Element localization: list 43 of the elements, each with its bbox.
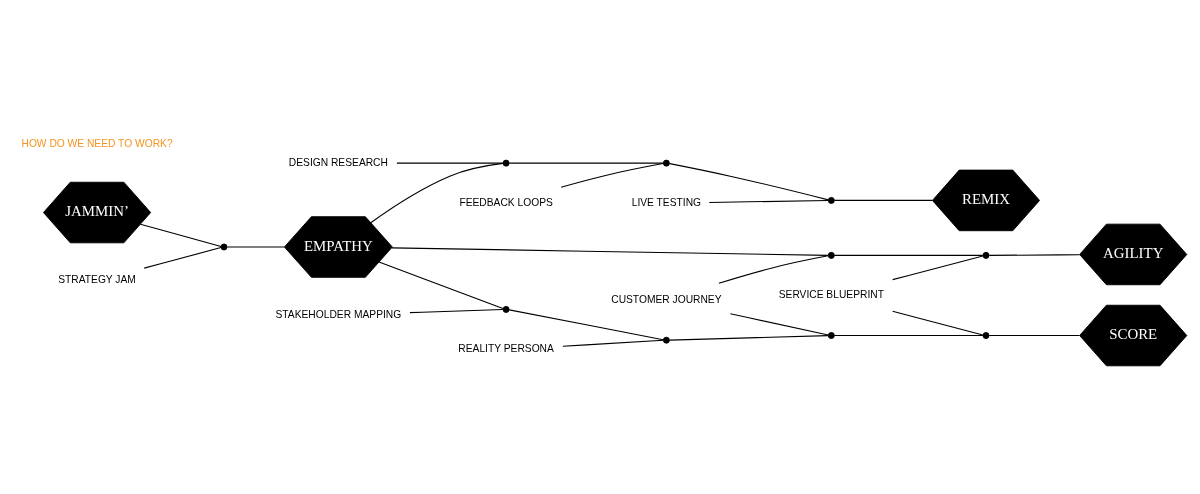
node-text: CUSTOMER JOURNEY [611, 293, 722, 305]
connector [669, 163, 829, 201]
connector [370, 162, 504, 224]
node-circle [982, 332, 990, 339]
connector [892, 310, 984, 336]
node-text: REALITY PERSONA [458, 343, 554, 355]
node-circle [827, 196, 835, 204]
connector [708, 199, 829, 204]
node-text: LIVE TESTING [631, 196, 702, 208]
connector [560, 163, 664, 188]
connector [139, 223, 222, 247]
connector [669, 335, 829, 341]
connector [729, 313, 829, 336]
connector [833, 199, 933, 201]
connector [391, 247, 829, 256]
connector [833, 254, 984, 256]
connector [226, 246, 285, 248]
label: HOW DO WE NEED TO WORK? [21, 138, 173, 150]
connector [833, 334, 984, 337]
node-circle [502, 305, 510, 313]
connector [409, 308, 504, 314]
connector [396, 162, 504, 164]
node-text: STAKEHOLDER MAPPING [275, 308, 402, 320]
node-text: FEEDBACK LOOPS [459, 196, 553, 208]
node-circle [982, 251, 990, 259]
node-text: DESIGN RESEARCH [288, 156, 388, 168]
node-circle [662, 336, 670, 344]
node-text: STRATEGY JAM [58, 274, 136, 286]
node-circle [220, 243, 228, 251]
connector [508, 309, 664, 341]
node-circle [662, 159, 670, 167]
connector [988, 334, 1080, 337]
connector [718, 255, 829, 284]
connector [378, 261, 504, 310]
node-circle [502, 159, 510, 167]
node-circle [827, 332, 835, 339]
connector [562, 339, 664, 347]
connector [892, 255, 984, 281]
connector [143, 247, 222, 269]
node-text: SERVICE BLUEPRINT [778, 289, 884, 301]
connector [988, 254, 1081, 256]
connector [508, 162, 664, 164]
node-circle [827, 251, 835, 259]
